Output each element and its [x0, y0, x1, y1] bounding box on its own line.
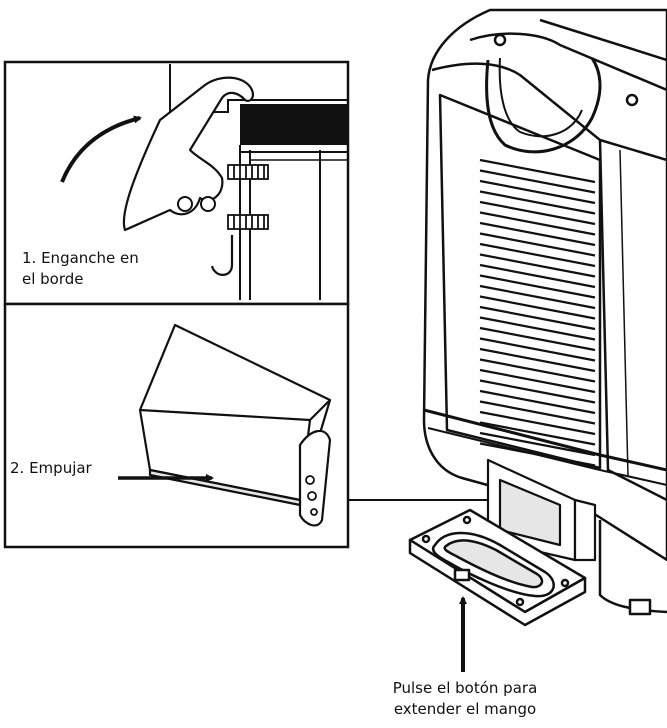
- vent-slat: [479, 158, 596, 184]
- vent-slat: [479, 179, 596, 205]
- button-note: Pulse el botón para extender el mango: [392, 679, 538, 718]
- vent-slat: [479, 379, 596, 404]
- vent-slat: [479, 211, 596, 236]
- detail-panel-hook: [3, 60, 350, 306]
- vent-slat: [479, 305, 596, 331]
- extended-handle: [408, 508, 587, 627]
- vent-slat: [479, 274, 596, 299]
- vent-slat: [479, 242, 596, 268]
- vent-slat: [479, 389, 596, 415]
- vent-slat: [479, 169, 596, 194]
- vent-slat: [479, 295, 596, 320]
- vent-slat: [479, 368, 596, 394]
- vent-slat: [479, 400, 596, 425]
- vent-slat: [479, 410, 596, 436]
- vent-slat: [479, 421, 596, 446]
- vent-slat: [479, 316, 596, 341]
- vent-slat: [479, 337, 596, 362]
- vent-slat: [479, 253, 596, 278]
- step2-label: 2. Empujar: [10, 459, 92, 477]
- vent-slat: [479, 431, 596, 457]
- vent-slat: [479, 347, 596, 373]
- step1-label: 1. Enganche en el borde: [22, 249, 139, 288]
- vent-grille: [479, 158, 596, 467]
- vent-slat: [479, 284, 596, 310]
- vent-slat: [479, 232, 596, 257]
- vent-slat: [479, 442, 596, 467]
- vent-slat: [479, 326, 596, 352]
- vent-slat: [479, 200, 596, 226]
- vent-slat: [479, 221, 596, 247]
- vent-slat: [479, 263, 596, 289]
- detail-panel-push: [3, 302, 350, 549]
- vent-slat: [479, 358, 596, 383]
- vent-slat: [479, 190, 596, 215]
